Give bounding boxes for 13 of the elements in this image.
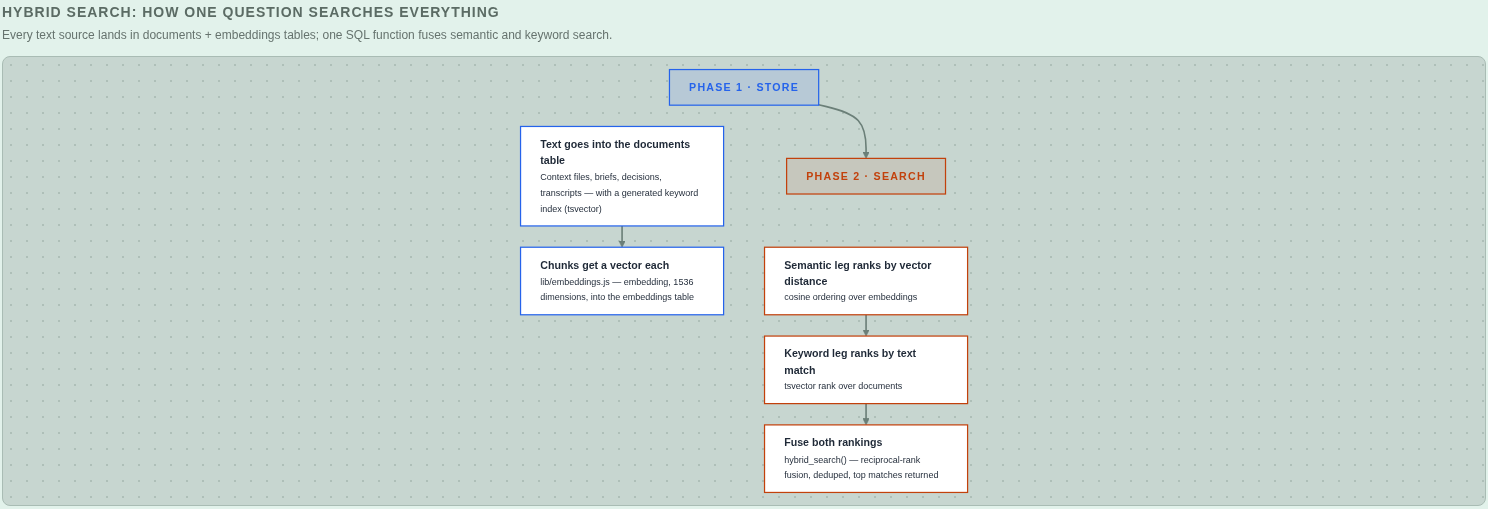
diagram-caption: Every text source lands in documents + embeddings tables; one SQL function fuses semantic and keyword search. [2, 28, 613, 42]
node-box: PHASE 1 · STORE [668, 68, 820, 106]
arrow [862, 313, 870, 337]
diagram-title: HYBRID SEARCH: HOW ONE QUESTION SEARCHES EVERYTHING [2, 4, 500, 20]
arrow [817, 103, 870, 159]
node-box: Semantic leg ranks by vector distance cosine ordering over embeddings [763, 246, 969, 316]
node-box: PHASE 2 · SEARCH [785, 157, 947, 195]
node-box: Text goes into the documents table Context files, briefs, decisions, transcripts — with a generated keyword index (tsvector) [519, 125, 725, 227]
arrow [862, 402, 870, 426]
node-box: Keyword leg ranks by text match tsvector rank over documents [763, 335, 969, 405]
arrow [618, 225, 626, 248]
node-box: Chunks get a vector each lib/embeddings.js — embedding, 1536 dimensions, into the embeddings table [519, 246, 725, 316]
node-box: Fuse both rankings hybrid_search() — reciprocal-rank fusion, deduped, top matches returned [763, 424, 969, 494]
